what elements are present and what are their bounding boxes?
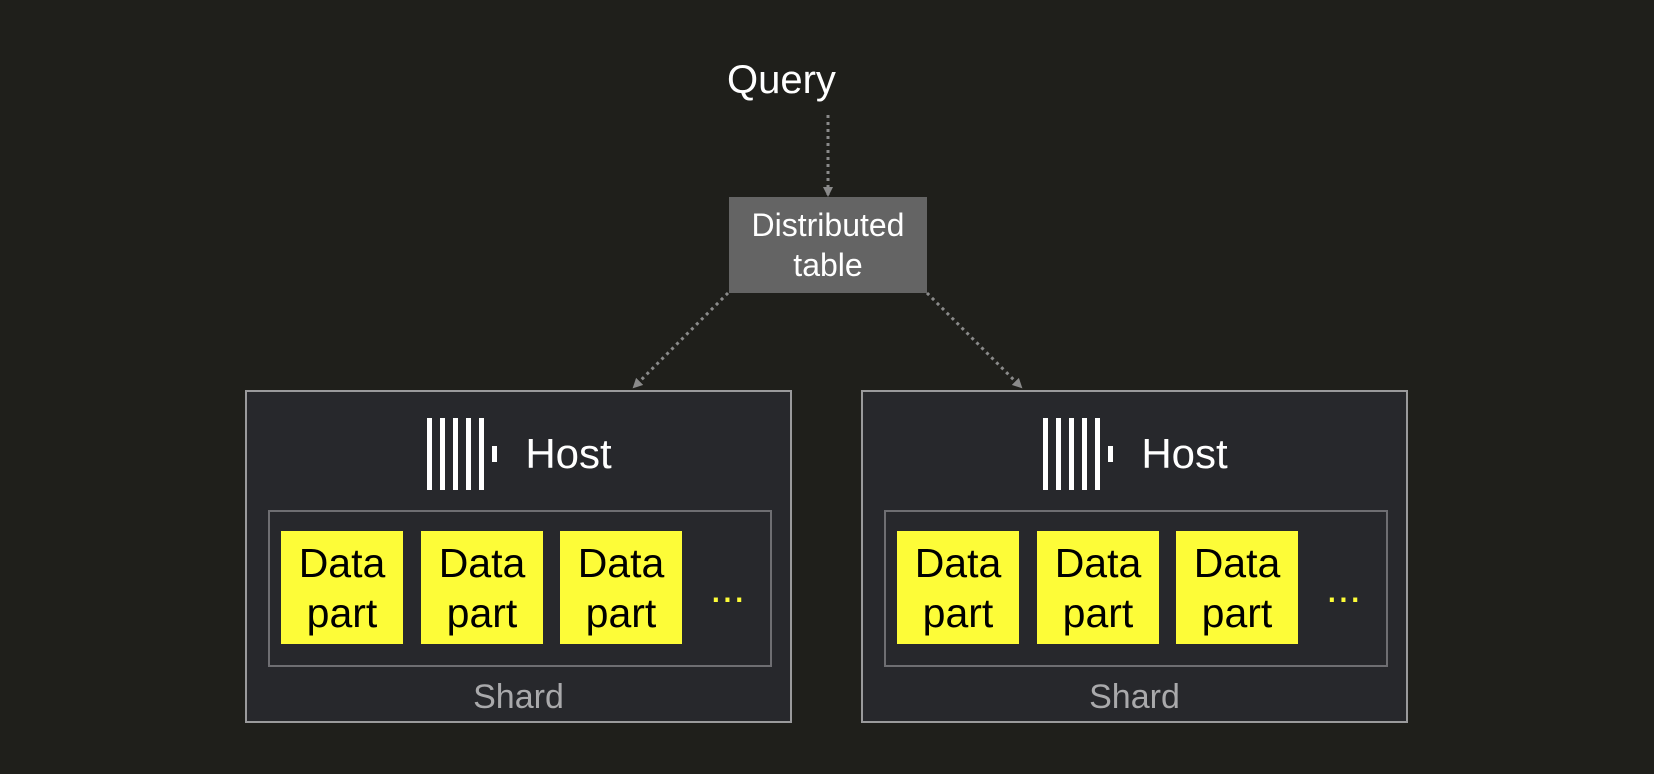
data-part-line1: Data [438,539,526,586]
data-part-line2: part [585,589,657,636]
clickhouse-logo-icon [1043,418,1114,490]
shard-label: Shard [473,678,564,716]
data-part: Data part [281,531,403,644]
more-parts-ellipsis: ... [1326,564,1362,611]
data-part-line2: part [922,589,994,636]
host-header: Host [863,418,1406,490]
shard-label: Shard [1089,678,1180,716]
host-label: Host [1141,430,1228,477]
host-label: Host [525,430,612,477]
data-part-line1: Data [1054,539,1142,586]
distributed-table-node: Distributed table [729,197,927,293]
data-part: Data part [560,531,682,644]
data-part: Data part [1037,531,1159,644]
shard-box: Data part Data part Data part ... [884,510,1388,667]
data-part-line2: part [446,589,518,636]
data-part-line1: Data [1193,539,1281,586]
more-parts-ellipsis: ... [710,564,746,611]
distributed-table-line1: Distributed [751,207,905,243]
host-box-left: Host Data part Data part Data part ... S… [245,390,792,723]
data-part-line1: Data [577,539,665,586]
data-part-line1: Data [298,539,386,586]
data-part-line2: part [306,589,378,636]
clickhouse-logo-icon [427,418,498,490]
shard-box: Data part Data part Data part ... [268,510,772,667]
distributed-table-line2: table [793,247,863,283]
data-part: Data part [897,531,1019,644]
data-part-line1: Data [914,539,1002,586]
data-part: Data part [421,531,543,644]
table-to-left-host-arrow [632,291,730,389]
host-box-right: Host Data part Data part Data part ... S… [861,390,1408,723]
data-part-line2: part [1201,589,1273,636]
query-label: Query [727,58,836,102]
host-header: Host [247,418,790,490]
data-part: Data part [1176,531,1298,644]
table-to-right-host-arrow [925,291,1023,389]
data-part-line2: part [1062,589,1134,636]
